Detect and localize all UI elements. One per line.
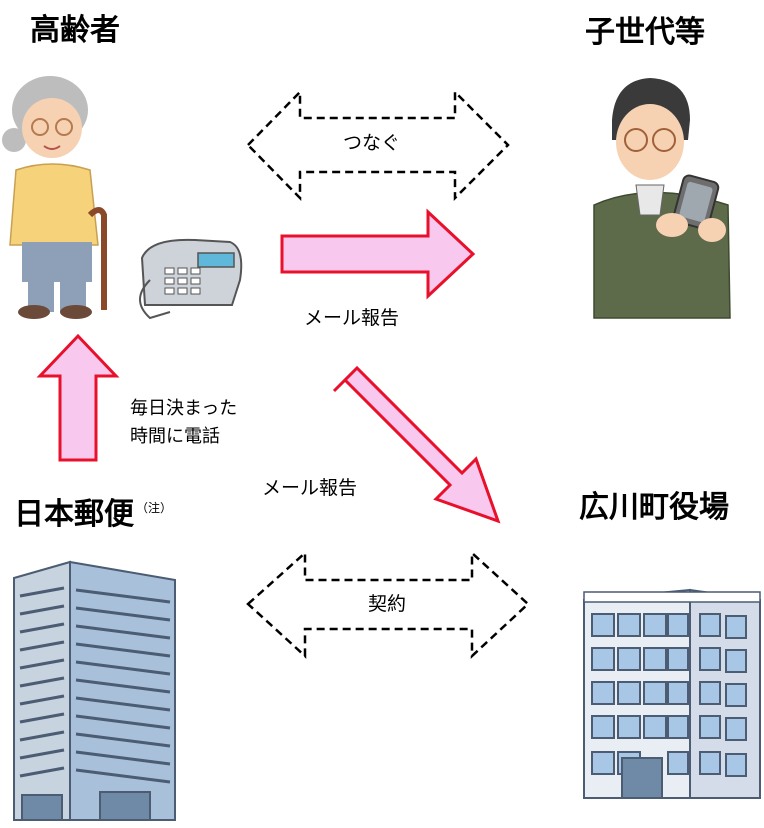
elderly-woman-illustration (2, 76, 107, 319)
town-office-building-illustration (583, 588, 761, 799)
daily-call-label: 毎日決まった 時間に電話 (130, 395, 237, 451)
japan-post-label: 日本郵便（注） (14, 497, 173, 532)
mail-report-arrow-right (280, 208, 476, 300)
daily-call-line-1: 毎日決まった (130, 398, 238, 419)
man-with-smartphone-illustration (593, 78, 731, 319)
contract-label: 契約 (368, 593, 407, 615)
children-label: 子世代等 (585, 15, 705, 50)
daily-call-arrow-up (36, 333, 120, 462)
elderly-label: 高齢者 (30, 13, 120, 48)
contract-double-arrow (246, 550, 530, 659)
connect-label: つなぐ (343, 132, 401, 154)
mail-report-label-2: メール報告 (262, 477, 358, 499)
japan-post-building-illustration (13, 560, 176, 821)
mail-report-arrow-diagonal (332, 365, 501, 524)
town-office-label: 広川町役場 (579, 490, 729, 525)
telephone-illustration (139, 238, 243, 320)
connect-double-arrow (246, 88, 510, 202)
japan-post-note: （注） (136, 501, 173, 515)
daily-call-line-2: 時間に電話 (130, 426, 220, 447)
mail-report-label-1: メール報告 (304, 307, 400, 329)
